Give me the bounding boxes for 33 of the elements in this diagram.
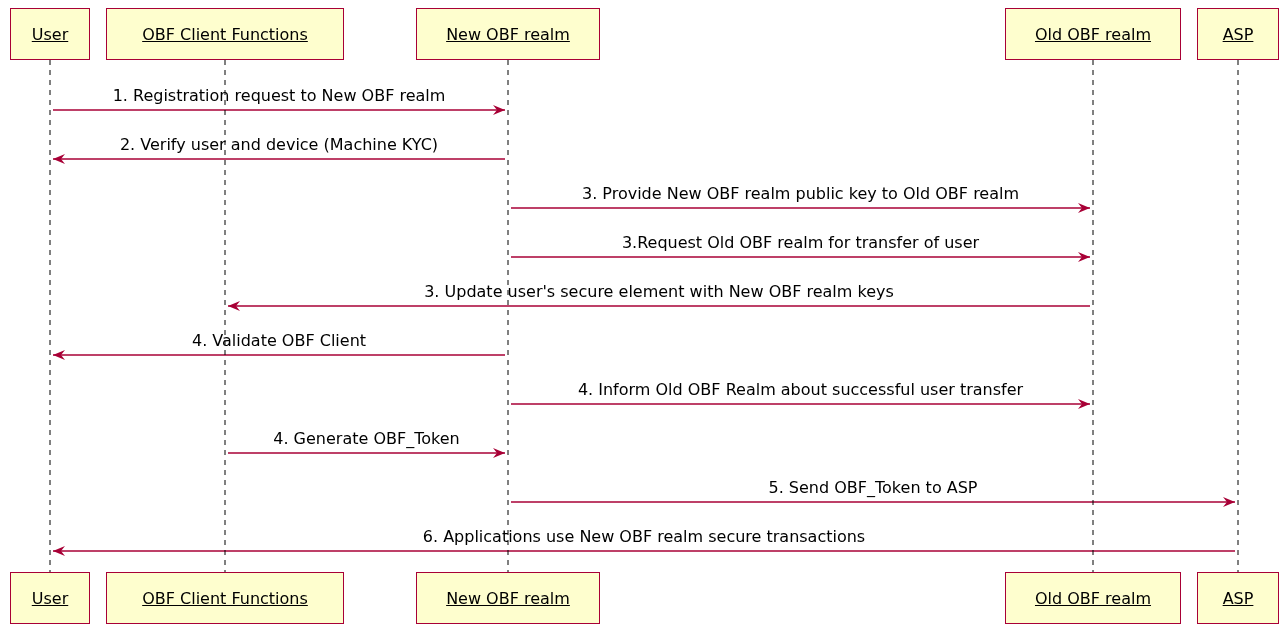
- edge-label: 3. Update user's secure element with New OBF realm keys: [424, 282, 894, 301]
- message-arrow: [510, 203, 1091, 213]
- participant-box: New OBF realm: [416, 8, 600, 60]
- lifeline: [1235, 60, 1241, 572]
- edge-label: 4. Inform Old OBF Realm about successful user transfer: [577, 380, 1024, 399]
- participant-box: OBF Client Functions: [106, 8, 344, 60]
- message-arrow: [227, 301, 1091, 311]
- edge-label: 2. Verify user and device (Machine KYC): [119, 135, 439, 154]
- message-arrow: [52, 546, 1236, 556]
- participant-box: OBF Client Functions: [106, 572, 344, 624]
- edge-label: 4. Generate OBF_Token: [273, 429, 460, 448]
- message-arrow: [52, 105, 506, 115]
- edge-label: 3. Provide New OBF realm public key to Old OBF realm: [581, 184, 1020, 203]
- message-arrow: [52, 154, 506, 164]
- lifeline: [47, 60, 53, 572]
- participant-box: User: [10, 572, 90, 624]
- edge-label: 3.Request Old OBF realm for transfer of user: [621, 233, 980, 252]
- participant-box: New OBF realm: [416, 572, 600, 624]
- participant-box: User: [10, 8, 90, 60]
- message-arrow: [510, 252, 1091, 262]
- edge-label: 1. Registration request to New OBF realm: [112, 86, 446, 105]
- edge-label: 6. Applications use New OBF realm secure transactions: [422, 527, 866, 546]
- edge-label: 4. Validate OBF Client: [191, 331, 367, 350]
- participant-box: Old OBF realm: [1005, 572, 1181, 624]
- participant-box: ASP: [1197, 572, 1279, 624]
- lifeline: [1090, 60, 1096, 572]
- participant-box: Old OBF realm: [1005, 8, 1181, 60]
- message-arrow: [52, 350, 506, 360]
- edge-label: 5. Send OBF_Token to ASP: [768, 478, 978, 497]
- message-arrow: [510, 497, 1236, 507]
- participant-box: ASP: [1197, 8, 1279, 60]
- message-arrow: [227, 448, 506, 458]
- message-arrow: [510, 399, 1091, 409]
